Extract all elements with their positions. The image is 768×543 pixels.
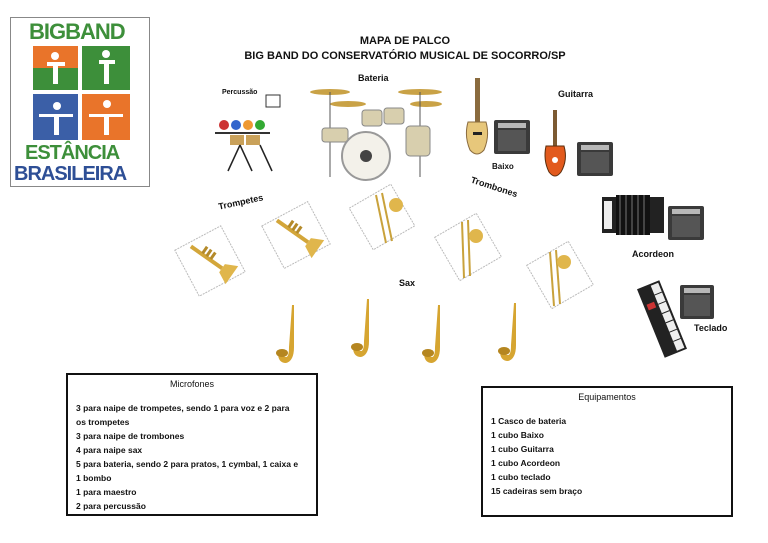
guitar-amp-icon	[577, 142, 613, 176]
microfones-box: Microfones 3 para naipe de trompetes, se…	[66, 373, 318, 516]
trumpet-icon	[174, 225, 246, 297]
equipamentos-list: 1 Casco de bateria 1 cubo Baixo 1 cubo G…	[491, 414, 723, 498]
page-title: MAPA DE PALCO BIG BAND DO CONSERVATÓRIO …	[240, 34, 570, 64]
list-item: 3 para naipe de trombones	[76, 431, 185, 441]
list-item: 2 para percussão	[76, 501, 146, 511]
logo-bottom-text-1: ESTÂNCIA	[25, 142, 120, 164]
label-trombones: Trombones	[469, 174, 519, 200]
list-item: 1 para maestro	[76, 487, 137, 497]
drum-kit-icon	[310, 89, 442, 181]
accordion-icon	[602, 195, 664, 235]
list-item: 1 cubo Guitarra	[491, 444, 554, 454]
title-line-1: MAPA DE PALCO	[359, 35, 451, 47]
saxophone-icon	[422, 305, 440, 363]
list-item: 1 cubo Acordeon	[491, 458, 561, 468]
trombone-icon	[434, 212, 502, 282]
electric-guitar-icon	[544, 110, 566, 177]
logo-top-text: BIGBAND	[29, 19, 126, 44]
list-item: 1 cubo teclado	[491, 472, 551, 482]
list-item: os trompetes	[76, 417, 130, 427]
list-item: 15 cadeiras sem braço	[491, 486, 583, 496]
list-item: 1 Casco de bateria	[491, 416, 567, 426]
musician-silhouettes-icon	[39, 50, 123, 135]
label-trompetes: Trompetes	[217, 192, 265, 212]
list-item: 3 para naipe de trompetes, sendo 1 para …	[76, 403, 290, 413]
trumpet-icon	[261, 200, 331, 270]
logo-bottom-text-2: BRASILEIRA	[14, 163, 127, 185]
bass-amp-icon	[494, 120, 530, 154]
logo: BIGBAND ESTÂNCIA BRASILEIRA	[10, 17, 150, 187]
keyboard-icon	[637, 280, 687, 358]
title-line-2: BIG BAND DO CONSERVATÓRIO MUSICAL DE SOC…	[244, 50, 566, 62]
trombone-icon	[526, 240, 594, 310]
accordion-amp-icon	[668, 206, 704, 240]
saxophone-icon	[498, 303, 516, 361]
label-bateria: Bateria	[358, 73, 389, 83]
list-item: 5 para bateria, sendo 2 para pratos, 1 c…	[76, 459, 299, 469]
label-guitarra: Guitarra	[558, 89, 594, 99]
list-item: 4 para naipe sax	[76, 445, 143, 455]
microfones-list: 3 para naipe de trompetes, sendo 1 para …	[76, 401, 308, 513]
label-percussao: Percussão	[222, 89, 258, 96]
equipamentos-title: Equipamentos	[578, 392, 636, 402]
list-item: 1 cubo Baixo	[491, 430, 544, 440]
label-acordeon: Acordeon	[632, 249, 675, 259]
trombone-icon	[348, 183, 416, 251]
list-item: 1 bombo	[76, 473, 112, 483]
label-teclado: Teclado	[694, 323, 728, 333]
label-sax: Sax	[399, 278, 416, 288]
saxophone-icon	[351, 299, 369, 357]
keyboard-amp-icon	[680, 285, 714, 319]
microfones-title: Microfones	[169, 379, 214, 389]
equipamentos-box: Equipamentos 1 Casco de bateria 1 cubo B…	[481, 386, 733, 517]
percussion-icon	[215, 94, 281, 172]
bass-guitar-icon	[465, 78, 489, 155]
saxophone-icon	[276, 305, 294, 363]
label-baixo: Baixo	[492, 162, 514, 171]
